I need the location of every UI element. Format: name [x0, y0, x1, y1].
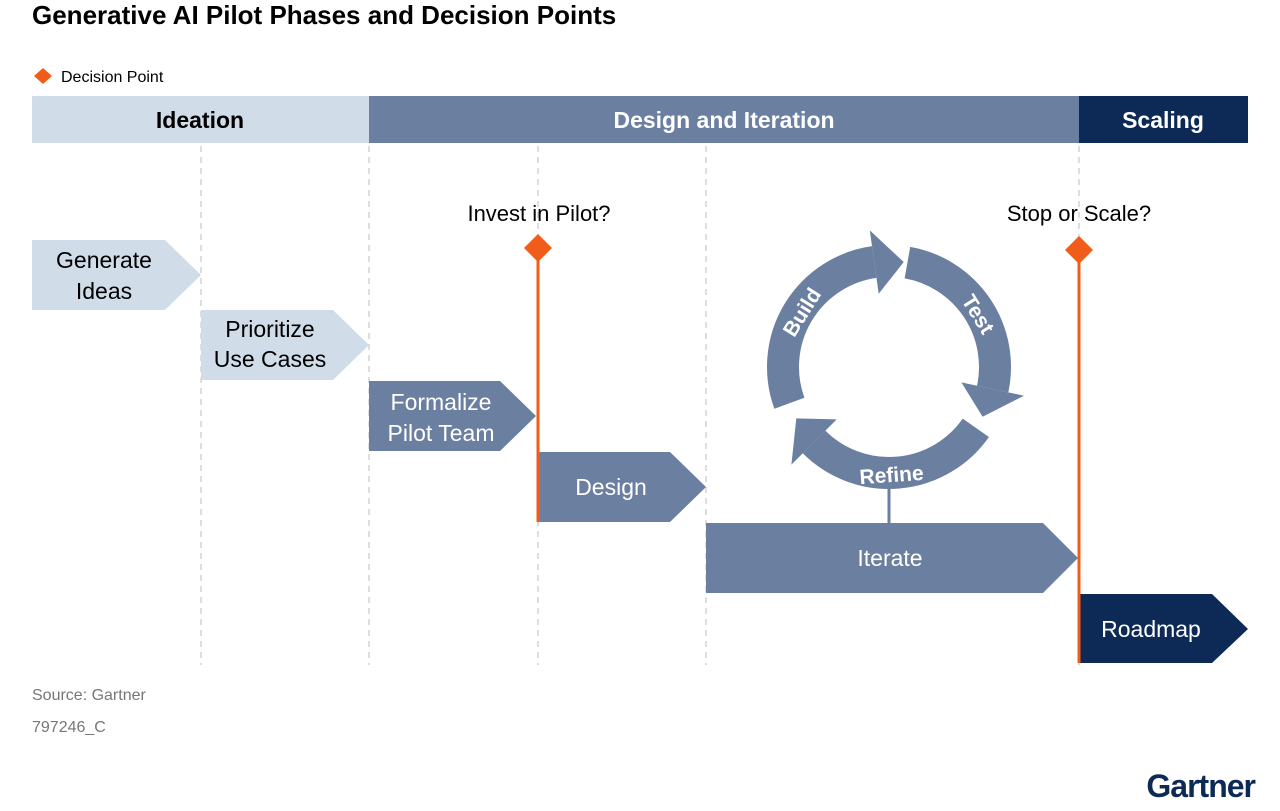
figure-id: 797246_C [32, 719, 106, 736]
decision-diamond-legend-icon [34, 68, 52, 84]
step-label: Use Cases [214, 346, 326, 372]
decision-diamond-icon [524, 234, 552, 262]
step-generate-ideas [32, 240, 201, 310]
phase-scaling [1079, 96, 1248, 143]
phase-design-label: Design and Iteration [613, 107, 834, 133]
cycle-arrowhead-icon [961, 382, 1024, 417]
phase-ideation-label: Ideation [156, 107, 244, 133]
gartner-logo: Gartner [1146, 768, 1255, 804]
decision-diamond-icon [1065, 236, 1093, 264]
cycle-arc-refine [802, 418, 989, 489]
step-label: Ideas [76, 278, 132, 304]
phase-scaling-label: Scaling [1122, 107, 1204, 133]
cycle-arrowhead-icon [869, 230, 904, 294]
step-label: Design [575, 474, 647, 500]
step-label: Pilot Team [388, 420, 495, 446]
step-roadmap [1079, 594, 1248, 663]
step-prioritize-use-cases [201, 310, 369, 380]
cycle-refine-label: Refine [859, 462, 925, 489]
step-design [538, 452, 706, 522]
step-label: Prioritize [225, 316, 314, 342]
step-label: Iterate [857, 545, 922, 571]
build-test-refine-cycle [767, 230, 1024, 489]
page-title: Generative AI Pilot Phases and Decision … [32, 0, 616, 30]
cycle-arc-build [767, 246, 877, 409]
step-iterate [706, 523, 1078, 593]
step-label: Generate [56, 247, 152, 273]
source-text: Source: Gartner [32, 687, 147, 704]
cycle-arrowhead-icon [791, 418, 837, 465]
step-label: Roadmap [1101, 616, 1201, 642]
phase-ideation [32, 96, 369, 143]
phase-design-iteration [369, 96, 1079, 143]
step-formalize-pilot-team [369, 381, 536, 451]
cycle-arc-test [904, 246, 1011, 393]
decision-label-scale: Stop or Scale? [1007, 201, 1151, 226]
decision-label-invest: Invest in Pilot? [467, 201, 610, 226]
legend-label: Decision Point [61, 69, 164, 86]
step-label: Formalize [391, 389, 492, 415]
